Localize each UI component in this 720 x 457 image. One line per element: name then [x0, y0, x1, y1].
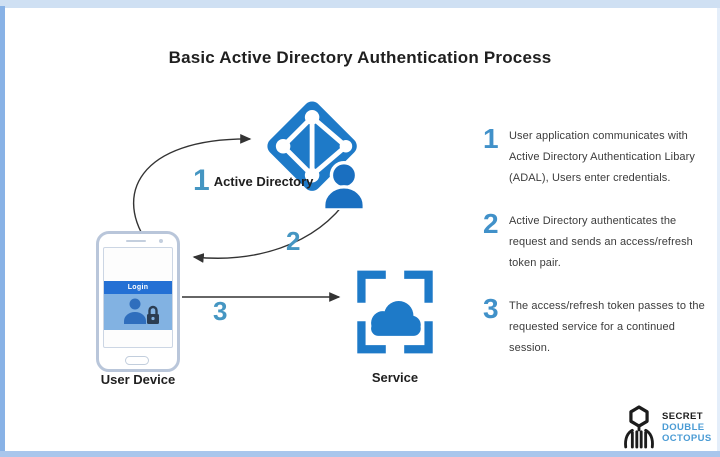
logo-word-secret: SECRET [662, 410, 703, 422]
phone-speaker [126, 240, 146, 242]
arrow-2-number: 2 [286, 226, 301, 256]
frame-left-border [0, 6, 5, 451]
step-3-number: 3 [483, 293, 499, 324]
active-directory-icon [267, 101, 366, 210]
step-1-marker: 1 [193, 164, 210, 197]
user-device-label: User Device [100, 372, 176, 387]
padlock-icon [147, 305, 159, 324]
arrow-3-number: 3 [213, 296, 228, 326]
step-2-number: 2 [483, 208, 499, 239]
step-3-text: The access/refresh token passes to the r… [509, 300, 705, 354]
user-lock-icon [124, 298, 159, 324]
step-item-1: 1 User application communicates with Act… [483, 123, 715, 189]
person-icon [322, 160, 366, 210]
octopus-icon [624, 405, 654, 449]
phone-screen: Login [103, 247, 173, 348]
logo-word-octopus: OCTOPUS [662, 432, 712, 444]
step-2-text: Active Directory authenticates the reque… [509, 215, 693, 269]
logo-word-double: DOUBLE [662, 421, 705, 433]
service-label: Service [371, 370, 419, 385]
frame-right-border [717, 8, 720, 451]
step-item-3: 3 The access/refresh token passes to the… [483, 293, 715, 359]
cloud-icon [371, 300, 421, 336]
frame-bottom-border [0, 451, 720, 457]
frame-top-border [0, 0, 720, 8]
brand-logo: SECRET DOUBLE OCTOPUS [620, 403, 712, 451]
service-icon [357, 270, 433, 354]
login-header: Login [104, 281, 172, 294]
step-1-text: User application communicates with Activ… [509, 130, 695, 184]
step-1-number: 1 [483, 123, 499, 154]
step-item-2: 2 Active Directory authenticates the req… [483, 208, 715, 274]
phone-camera [159, 239, 163, 243]
user-device-phone: Login [96, 231, 180, 372]
login-panel: Login [104, 281, 172, 330]
page-title: Basic Active Directory Authentication Pr… [168, 48, 552, 67]
steps-list: 1 User application communicates with Act… [483, 123, 715, 381]
login-body [104, 294, 172, 330]
phone-home-button [125, 356, 149, 365]
